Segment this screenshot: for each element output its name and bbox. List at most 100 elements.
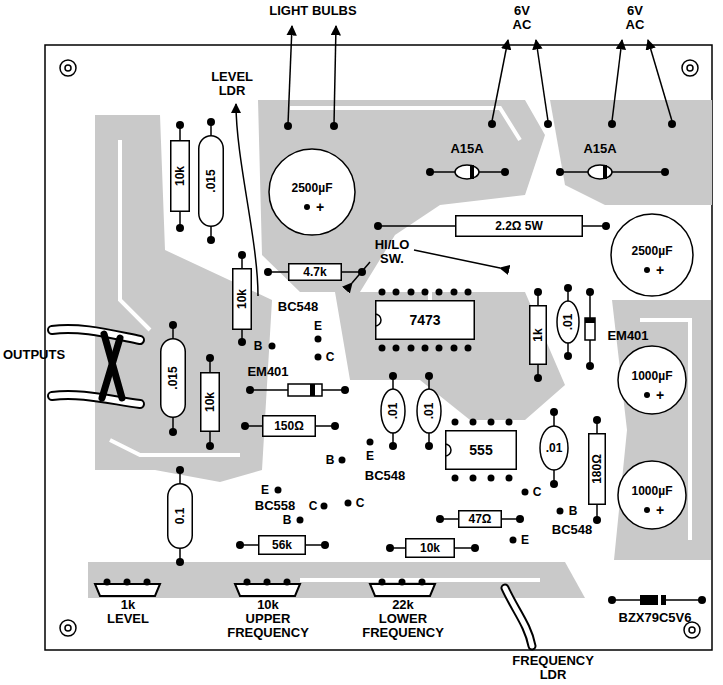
electrolytic-capacitor: 2500µF+ <box>268 148 356 236</box>
solder-pad <box>557 508 564 515</box>
solder-pad <box>144 579 151 586</box>
solder-pad <box>176 558 184 566</box>
component-value: 150Ω <box>274 420 304 432</box>
pin-label: B <box>326 453 335 467</box>
potentiometer-symbol <box>370 584 435 596</box>
capacitor-symbol-outline <box>161 339 186 418</box>
component-value: 1000µF <box>632 370 673 382</box>
resistor-symbol-outline <box>530 306 547 365</box>
solder-pad <box>698 596 706 604</box>
component-value: 0.1 <box>174 508 186 525</box>
component-value: + <box>656 503 664 517</box>
capacitor-symbol: 0.1 <box>167 483 193 549</box>
solder-pad <box>207 236 215 244</box>
external-wire <box>288 26 292 124</box>
control-label: 10k UPPER FREQUENCY <box>227 598 309 640</box>
pin-label: C <box>356 496 365 510</box>
resistor-symbol: 56k <box>258 535 306 555</box>
resistor-symbol: 180Ω <box>588 433 606 505</box>
diode-symbol <box>288 384 322 396</box>
resistor-symbol-outline <box>406 539 455 558</box>
circuit-board <box>45 45 712 650</box>
solder-pad <box>389 442 397 450</box>
wire-label: OUTPUTS <box>3 348 65 362</box>
component-value: + <box>656 263 664 277</box>
resistor-symbol: 47Ω <box>458 510 502 528</box>
resistor-symbol-outline <box>171 141 190 212</box>
copper-area <box>88 100 712 598</box>
wire-label: HI/LO SW. <box>375 238 410 266</box>
mounting-hole <box>689 627 695 633</box>
solder-pad <box>246 386 254 394</box>
pin-label: B <box>254 339 263 353</box>
solder-pad <box>593 516 601 524</box>
resistor-symbol: 10k <box>232 268 252 330</box>
electrolytic-capacitor: 1000µF+ <box>617 460 687 530</box>
solder-pad <box>465 289 472 296</box>
diode-symbol <box>640 595 666 605</box>
solder-pad <box>501 168 509 176</box>
resistor-symbol: 10k <box>405 538 455 558</box>
solder-pad <box>169 428 177 436</box>
solder-pad <box>393 289 400 296</box>
solder-pad <box>124 579 131 586</box>
component-value: .015 <box>167 366 179 389</box>
component-value: 10k <box>236 289 248 309</box>
mounting-hole <box>687 65 693 71</box>
copper-area <box>95 115 272 482</box>
solder-pad <box>275 487 282 494</box>
ceramic-capacitor: .01 <box>416 388 442 434</box>
component-value: 555 <box>469 443 492 457</box>
external-wire <box>612 40 622 121</box>
potentiometer-symbol <box>95 584 435 596</box>
mounting-hole <box>60 60 76 76</box>
mounting-hole <box>60 60 700 638</box>
potentiometer-symbol <box>235 584 300 596</box>
electrolytic-capacitor-outline <box>618 346 686 414</box>
part-label: BC548 <box>365 469 405 483</box>
solder-pad <box>451 289 458 296</box>
solder-pad <box>593 416 601 424</box>
component-value: 180Ω <box>591 454 603 484</box>
polarity-dot <box>644 267 650 273</box>
pin-label: E <box>261 483 269 497</box>
part-label: BC548 <box>278 300 318 314</box>
solder-pad <box>321 541 329 549</box>
ic-package-outline <box>446 431 517 470</box>
solder-pad <box>269 343 276 350</box>
solder-pad <box>393 345 400 352</box>
solder-pad <box>358 268 366 276</box>
electrolytic-capacitor-outline <box>618 461 686 529</box>
solder-pad <box>516 515 524 523</box>
diode-symbol <box>588 165 612 179</box>
pin-label: E <box>314 319 322 333</box>
part-label: A15A <box>583 142 616 156</box>
pin-label: E <box>521 533 529 547</box>
solder-pad <box>586 288 594 296</box>
polarity-dot <box>304 204 310 210</box>
resistor-symbol-outline <box>459 511 502 528</box>
pin-label: B <box>569 504 578 518</box>
solder-pad <box>284 122 292 130</box>
resistor-symbol: 4.7k <box>288 263 342 281</box>
solder-pad <box>426 168 434 176</box>
solder-pad <box>389 372 397 380</box>
resistor-symbol: 1k <box>529 305 547 365</box>
solder-pad <box>550 480 558 488</box>
solder-pad <box>238 251 246 259</box>
component-value: 4.7k <box>303 266 326 278</box>
solder-pad <box>436 289 443 296</box>
wire-label: 6V AC <box>513 4 532 32</box>
solder-pad <box>452 475 459 482</box>
component-value: 10k <box>204 392 216 412</box>
resistor-symbol: 10k <box>170 140 190 212</box>
solder-pad <box>331 422 339 430</box>
resistor-symbol-outline <box>259 536 306 555</box>
mounting-hole <box>60 620 76 636</box>
solder-pad <box>608 120 616 128</box>
solder-pad <box>264 268 272 276</box>
external-wire <box>236 104 258 296</box>
solder-pad <box>264 579 271 586</box>
circuit-board <box>45 45 712 650</box>
pin-label: C <box>309 499 318 513</box>
